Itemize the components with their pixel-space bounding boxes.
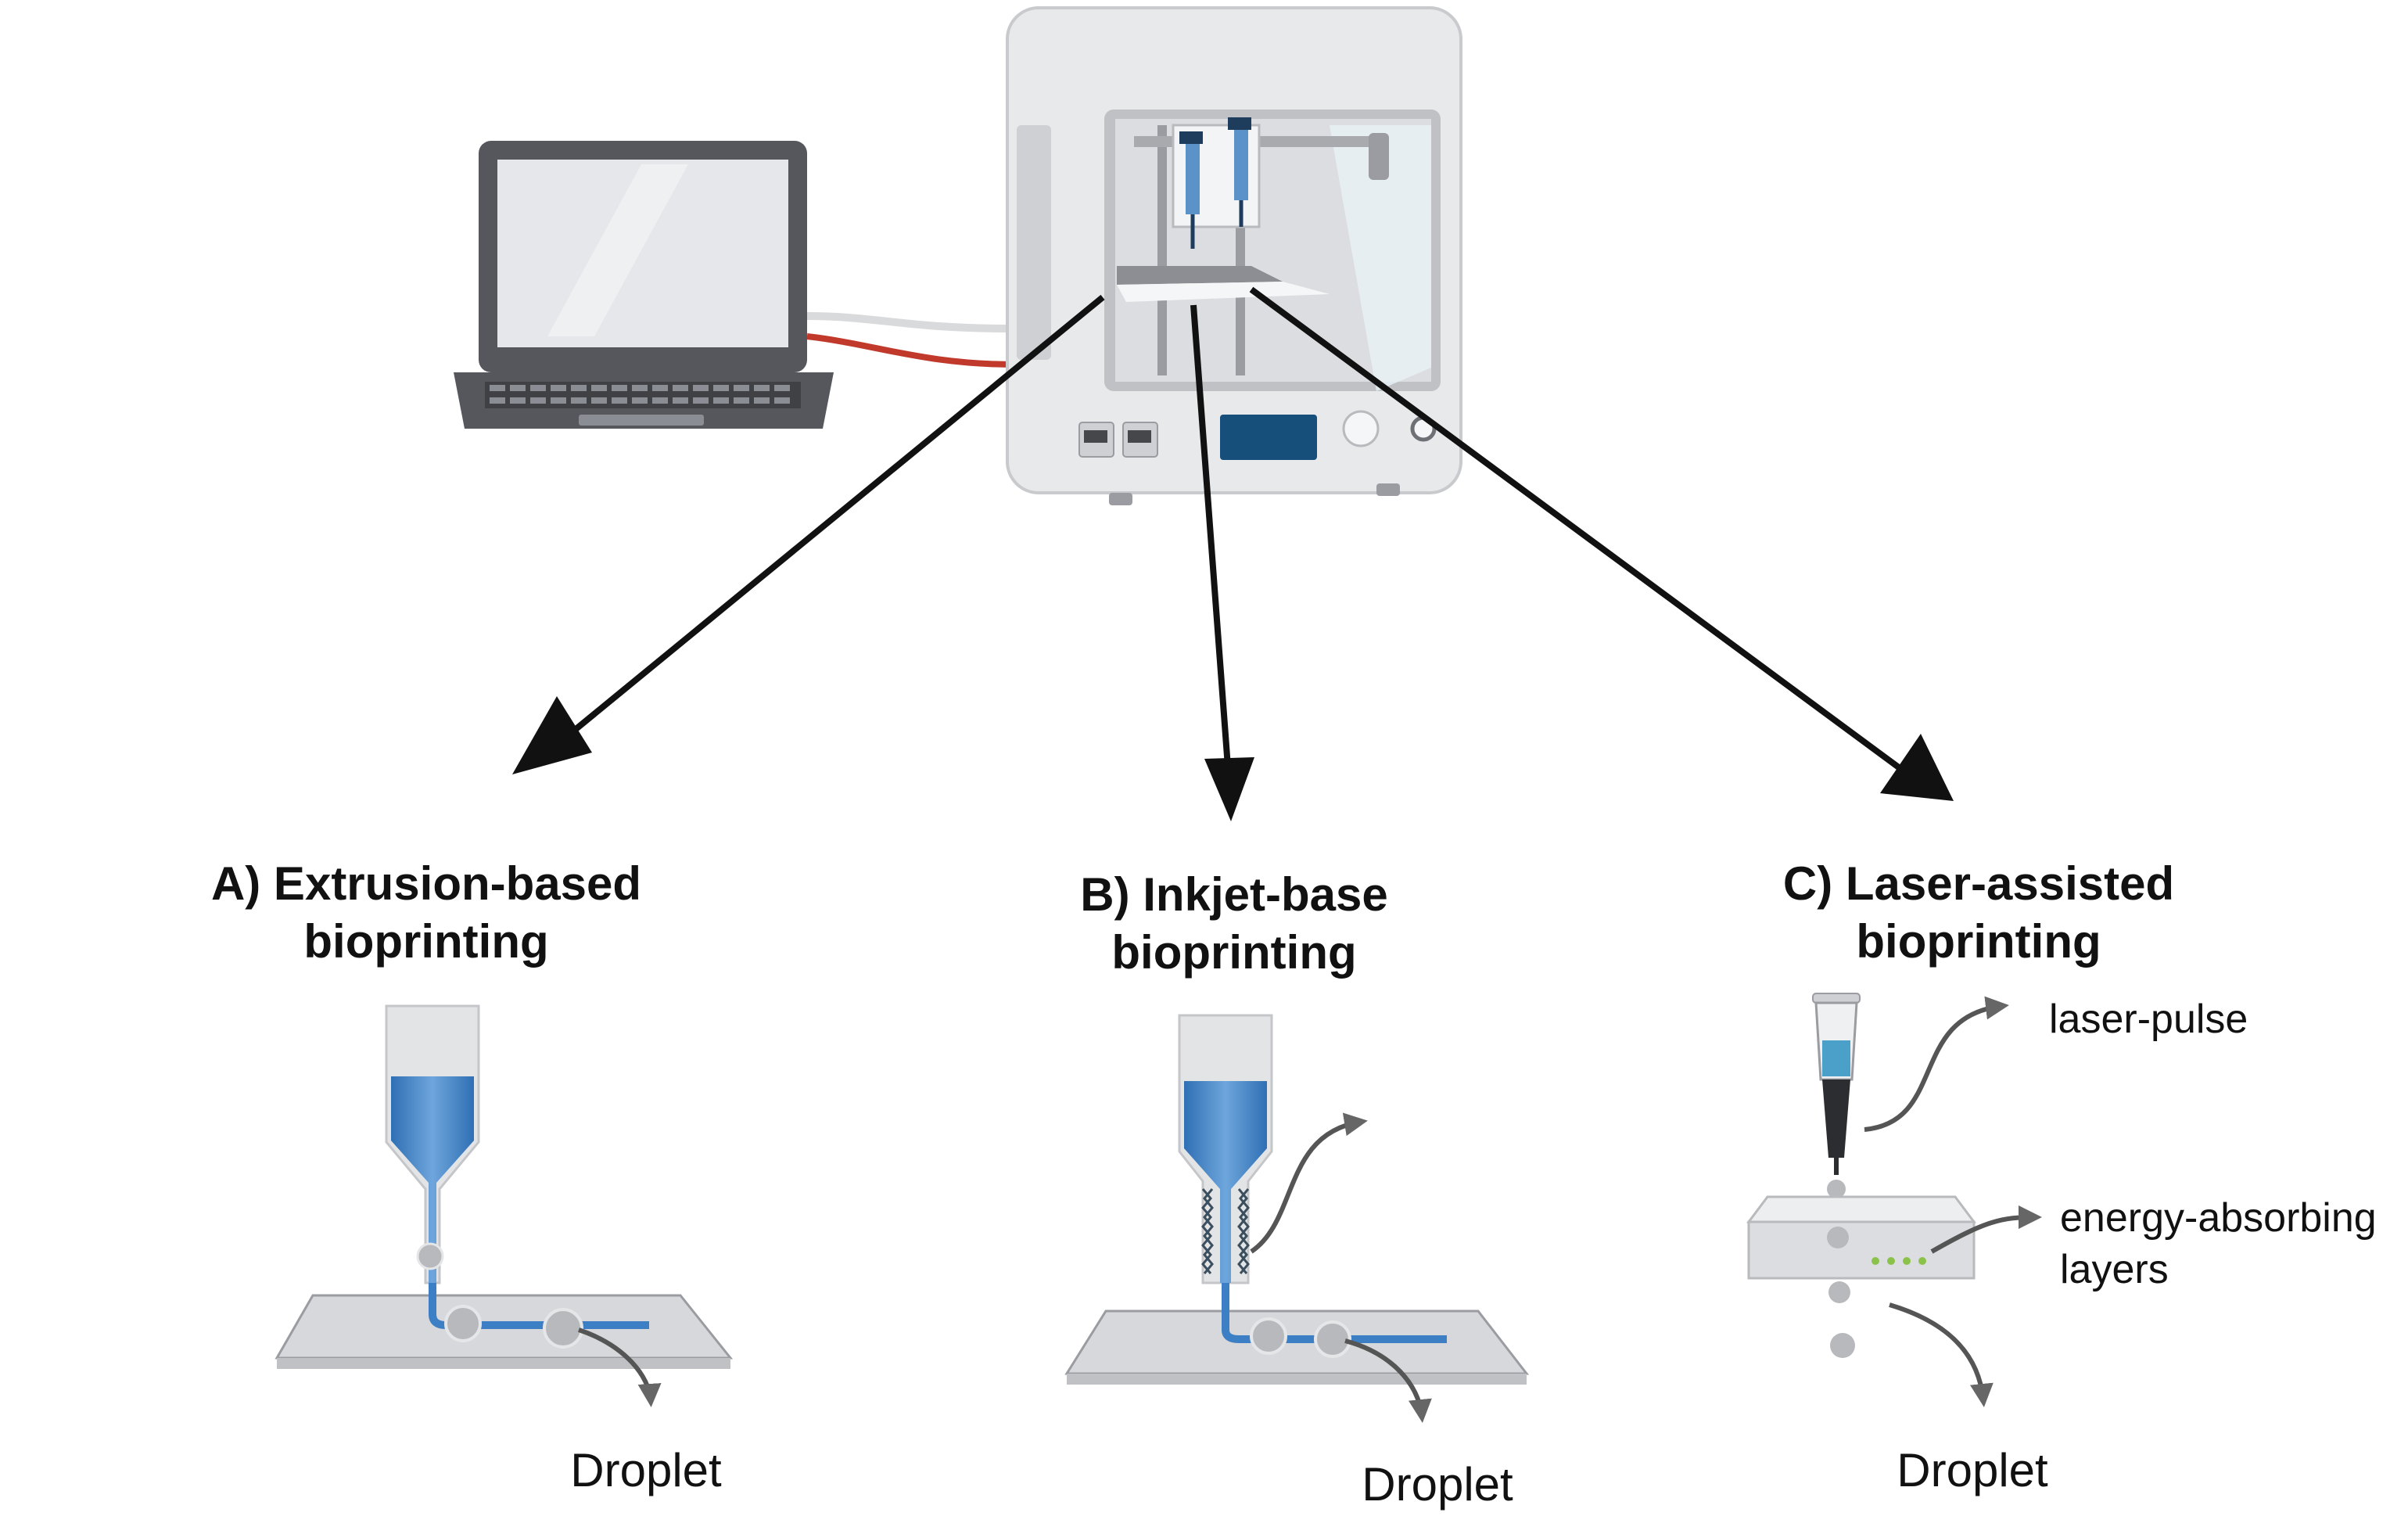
panel-b-output-label: Droplet: [1362, 1458, 1513, 1511]
cell-c-3: [1828, 1281, 1850, 1303]
cell-c-1: [1827, 1180, 1846, 1198]
laptop-icon: [454, 141, 834, 429]
cell-a-3: [543, 1308, 583, 1349]
arrow-to-extrusion: [537, 294, 1105, 762]
panel-c-layer-label-line2: layers: [2060, 1247, 2169, 1292]
layer-arrow: [1930, 1205, 2042, 1254]
panel-c-title-line2: bioprinting: [1856, 915, 2101, 968]
cable-red: [806, 333, 1017, 368]
droplet-arrow-b: [1344, 1338, 1432, 1423]
arrow-head-inkjet: [1204, 757, 1254, 821]
cell-a-1: [416, 1242, 444, 1270]
panel-a-title-line2: bioprinting: [303, 915, 548, 968]
cell-a-2: [444, 1305, 482, 1342]
cell-b-2: [1314, 1320, 1351, 1358]
panel-c-output-label: Droplet: [1897, 1444, 2048, 1496]
droplet-arrow-a: [578, 1327, 662, 1407]
arrow-to-inkjet: [1190, 304, 1231, 767]
cell-b-1: [1250, 1317, 1287, 1355]
panel-a-title-line1: A) Extrusion-based: [211, 857, 641, 910]
printed-line-b: [1222, 1283, 1447, 1343]
laser-pulse-arrow: [1864, 996, 2009, 1132]
panel-b-title-line2: bioprinting: [1111, 926, 1356, 979]
bioprinter-icon: [1006, 6, 1462, 505]
energy-absorbing-layer-icon: [1746, 1195, 1976, 1280]
arrow-to-laser: [1249, 286, 1911, 778]
laser-source-icon: [1812, 993, 1861, 1175]
panel-c-laser-label: laser-pulse: [2049, 997, 2248, 1042]
inkjet-nozzle-icon: [1178, 1014, 1273, 1284]
panel-a-output-label: Droplet: [570, 1444, 722, 1496]
cell-c-2: [1827, 1227, 1849, 1248]
panel-extrusion: A) Extrusion-based bioprinting Droplet: [211, 857, 734, 1496]
droplet-arrow-c: [1889, 1302, 1994, 1407]
panel-c-layer-label-line1: energy-absorbing: [2060, 1195, 2377, 1241]
cell-c-4: [1830, 1333, 1855, 1358]
arrow-head-extrusion: [512, 696, 592, 774]
arrow-head-laser: [1880, 734, 1954, 801]
panel-b-title-line1: B) Inkjet-base: [1080, 868, 1387, 921]
cable-white: [806, 312, 1010, 332]
piezo-signal-arrow: [1250, 1112, 1368, 1254]
panel-laser: C) Laser-assisted bioprinting laser-puls…: [1746, 857, 2377, 1496]
panel-c-title-line1: C) Laser-assisted: [1783, 857, 2174, 910]
panel-inkjet: B) Inkjet-base bioprinting Droplet: [1064, 868, 1530, 1511]
extrusion-nozzle-icon: [385, 1004, 480, 1284]
